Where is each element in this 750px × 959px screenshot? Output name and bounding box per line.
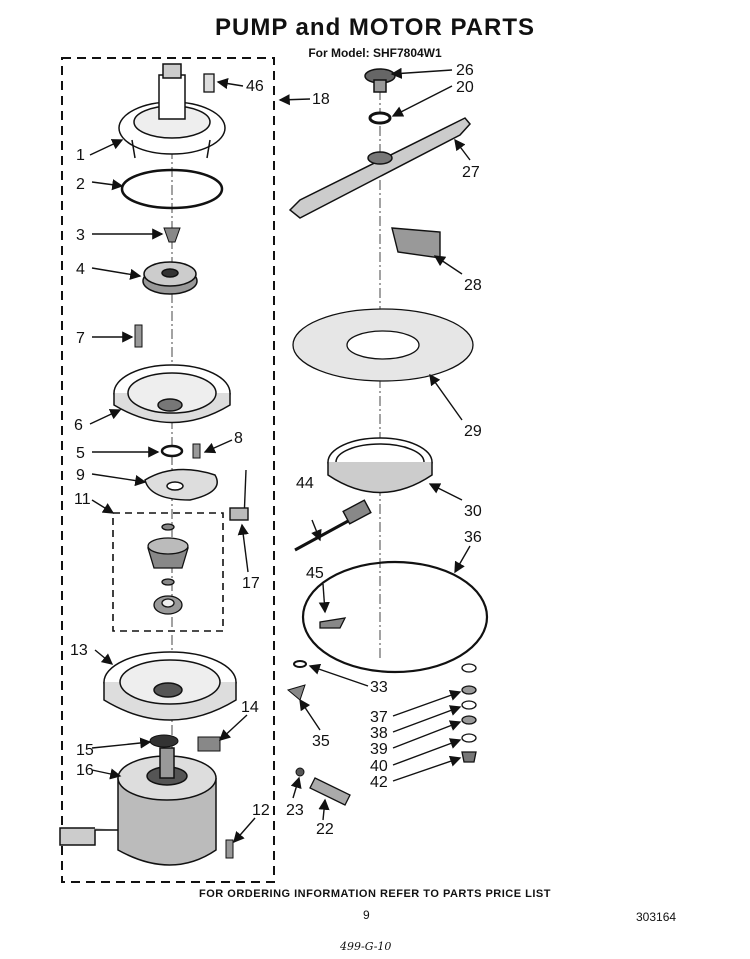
part-6-pump-body bbox=[113, 364, 231, 424]
callout-30: 30 bbox=[464, 503, 482, 520]
callout-39: 39 bbox=[370, 741, 388, 758]
part-20-washer bbox=[368, 111, 392, 125]
impeller-subassembly-dashed-box bbox=[112, 512, 224, 632]
callout-1: 1 bbox=[76, 147, 85, 164]
part-7-screw bbox=[134, 324, 143, 348]
part-26-cap bbox=[364, 68, 396, 93]
callout-40: 40 bbox=[370, 758, 388, 775]
part-13-motor-mount bbox=[103, 651, 237, 721]
callout-44: 44 bbox=[296, 475, 314, 492]
callout-26: 26 bbox=[456, 62, 474, 79]
callout-46: 46 bbox=[246, 78, 264, 95]
callout-2: 2 bbox=[76, 176, 85, 193]
part-12-screw bbox=[225, 839, 234, 859]
callout-42: 42 bbox=[370, 774, 388, 791]
part-46-clip bbox=[203, 73, 215, 93]
part-15-seal bbox=[149, 734, 179, 748]
part-45-clip bbox=[319, 617, 347, 629]
callout-38: 38 bbox=[370, 725, 388, 742]
callout-9: 9 bbox=[76, 467, 85, 484]
part-33-washer bbox=[293, 660, 307, 668]
callout-27: 27 bbox=[462, 164, 480, 181]
callout-11: 11 bbox=[74, 491, 91, 508]
callout-28: 28 bbox=[464, 277, 482, 294]
callout-6: 6 bbox=[74, 417, 83, 434]
callout-5: 5 bbox=[76, 445, 85, 462]
part-29-filter-screen bbox=[292, 308, 474, 382]
part-44-heater-lead bbox=[294, 499, 372, 552]
callout-16: 16 bbox=[76, 762, 94, 779]
callout-number-labels: 1234567891112131415161718202223262728293… bbox=[70, 62, 482, 838]
part-37-42-hardware-stack bbox=[461, 663, 477, 763]
part-5-washer bbox=[160, 444, 184, 458]
pump-assembly-dashed-box bbox=[61, 57, 275, 883]
part-9-plate bbox=[144, 468, 218, 501]
callout-23: 23 bbox=[286, 802, 304, 819]
callout-14: 14 bbox=[241, 699, 259, 716]
part-14-bracket bbox=[197, 736, 221, 752]
callout-8: 8 bbox=[234, 430, 243, 447]
part-3-fitting bbox=[163, 227, 181, 243]
callout-35: 35 bbox=[312, 733, 330, 750]
handwritten-note: 499-G-10 bbox=[340, 940, 392, 953]
callout-36: 36 bbox=[464, 529, 482, 546]
callout-18: 18 bbox=[312, 91, 330, 108]
part-16-motor bbox=[59, 747, 217, 866]
callout-20: 20 bbox=[456, 79, 474, 96]
part-36-heating-element bbox=[301, 560, 489, 674]
part-23-oring bbox=[295, 767, 305, 777]
callout-33: 33 bbox=[370, 679, 388, 696]
callout-17: 17 bbox=[242, 575, 260, 592]
part-4-impeller bbox=[142, 261, 198, 295]
part-22-valve bbox=[309, 777, 351, 806]
part-28-bracket bbox=[391, 227, 441, 259]
callout-13: 13 bbox=[70, 642, 88, 659]
callout-15: 15 bbox=[76, 742, 94, 759]
model-line: For Model: SHF7804W1 bbox=[308, 46, 442, 60]
callout-45: 45 bbox=[306, 565, 324, 582]
ordering-note: FOR ORDERING INFORMATION REFER TO PARTS … bbox=[199, 888, 551, 900]
part-1-pump-housing bbox=[118, 63, 226, 159]
page-title: PUMP and MOTOR PARTS bbox=[214, 14, 536, 41]
callout-3: 3 bbox=[76, 227, 85, 244]
part-8-screw bbox=[192, 443, 201, 459]
document-number: 303164 bbox=[636, 910, 677, 924]
callout-7: 7 bbox=[76, 330, 85, 347]
callout-22: 22 bbox=[316, 821, 334, 838]
part-11-impeller-set bbox=[147, 523, 189, 615]
part-27-spray-arm bbox=[288, 117, 471, 219]
part-35-clip bbox=[286, 684, 306, 701]
callout-4: 4 bbox=[76, 261, 85, 278]
page-number: 9 bbox=[363, 908, 370, 922]
callout-29: 29 bbox=[464, 423, 482, 440]
part-17-sensor bbox=[229, 469, 249, 521]
callout-37: 37 bbox=[370, 709, 388, 726]
part-30-ring bbox=[327, 437, 433, 494]
callout-12: 12 bbox=[252, 802, 270, 819]
